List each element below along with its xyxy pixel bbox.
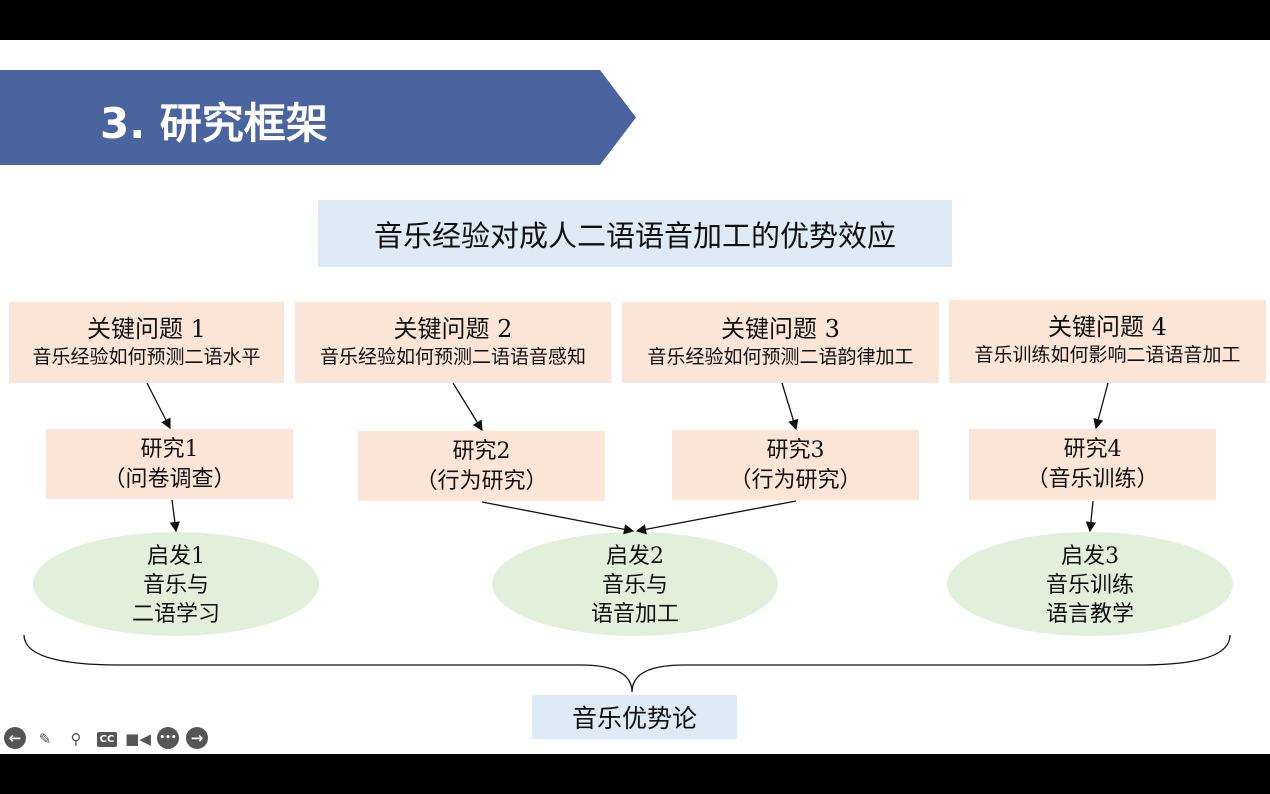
study-method: （行为研究）	[729, 468, 862, 493]
cc-label: CC	[96, 731, 118, 747]
question-title: 关键问题 3	[721, 315, 840, 343]
study-2: 研究2 （行为研究）	[358, 431, 605, 501]
study-method: （行为研究）	[415, 469, 548, 494]
question-title: 关键问题 2	[393, 315, 513, 343]
insight-1: 启发1 音乐与二语学习	[33, 532, 319, 636]
main-claim-box: 音乐经验对成人二语语音加工的优势效应	[318, 200, 952, 267]
title-banner: 3. 研究框架	[0, 70, 636, 165]
conclusion-box: 音乐优势论	[532, 695, 737, 739]
study-title: 研究2	[452, 439, 511, 464]
question-title: 关键问题 1	[87, 315, 206, 343]
arrow	[1093, 382, 1109, 430]
search-icon[interactable]: ⚲	[70, 730, 82, 748]
question-4: 关键问题 4 音乐训练如何影响二语语音加工	[949, 300, 1266, 383]
arrow	[452, 382, 483, 432]
question-title: 关键问题 4	[1048, 313, 1167, 341]
insight-line: 二语学习	[131, 602, 220, 627]
arrow	[169, 499, 180, 533]
pen-icon[interactable]: ✎	[38, 730, 52, 748]
insight-3: 启发3 音乐训练语言教学	[947, 532, 1233, 636]
insight-line: 音乐与	[601, 573, 668, 598]
arrow	[1085, 500, 1097, 533]
arrow	[635, 500, 797, 535]
study-4: 研究4 （音乐训练）	[969, 429, 1216, 500]
study-method: （问卷调查）	[103, 467, 236, 492]
slide: 3. 研究框架 音乐经验对成人二语语音加工的优势效应 关键问题 1 音乐经验如何预…	[0, 40, 1270, 754]
brace	[23, 634, 1231, 693]
question-3: 关键问题 3 音乐经验如何预测二语韵律加工	[622, 302, 939, 383]
slide-title: 3. 研究框架	[100, 99, 328, 148]
insight-2: 启发2 音乐与语音加工	[492, 532, 778, 636]
study-3: 研究3 （行为研究）	[672, 430, 919, 500]
question-text: 音乐经验如何预测二语韵律加工	[647, 346, 914, 368]
question-text: 音乐经验如何预测二语语音感知	[319, 346, 586, 368]
study-method: （音乐训练）	[1026, 467, 1159, 492]
study-title: 研究3	[766, 438, 825, 463]
insight-line: 音乐与	[142, 573, 209, 598]
connector-arrows	[23, 382, 1231, 693]
study-1: 研究1 （问卷调查）	[46, 429, 293, 499]
insight-line: 语音加工	[590, 602, 679, 627]
arrow	[481, 501, 635, 535]
insight-line: 音乐训练	[1045, 573, 1134, 598]
question-1: 关键问题 1 音乐经验如何预测二语水平	[9, 302, 284, 383]
insight-line: 语言教学	[1045, 602, 1134, 627]
more-options-icon[interactable]: •••	[157, 727, 179, 749]
study-title: 研究1	[140, 437, 199, 462]
question-text: 音乐经验如何预测二语水平	[32, 346, 261, 368]
arrow	[146, 382, 171, 430]
captions-icon[interactable]: CC	[95, 727, 119, 751]
previous-arrow-icon[interactable]: ←	[4, 727, 26, 749]
video-off-icon[interactable]: ■◀	[125, 730, 151, 748]
question-text: 音乐训练如何影响二语语音加工	[974, 344, 1241, 366]
insight-title: 启发1	[147, 544, 205, 569]
insight-title: 启发3	[1061, 544, 1119, 569]
next-arrow-icon[interactable]: →	[186, 727, 208, 749]
question-2: 关键问题 2 音乐经验如何预测二语语音感知	[295, 302, 611, 383]
study-title: 研究4	[1063, 437, 1122, 462]
presentation-toolbar: ← ✎ ⚲ CC ■◀ ••• →	[0, 727, 208, 751]
insight-title: 启发2	[606, 544, 664, 569]
arrow	[781, 382, 799, 431]
